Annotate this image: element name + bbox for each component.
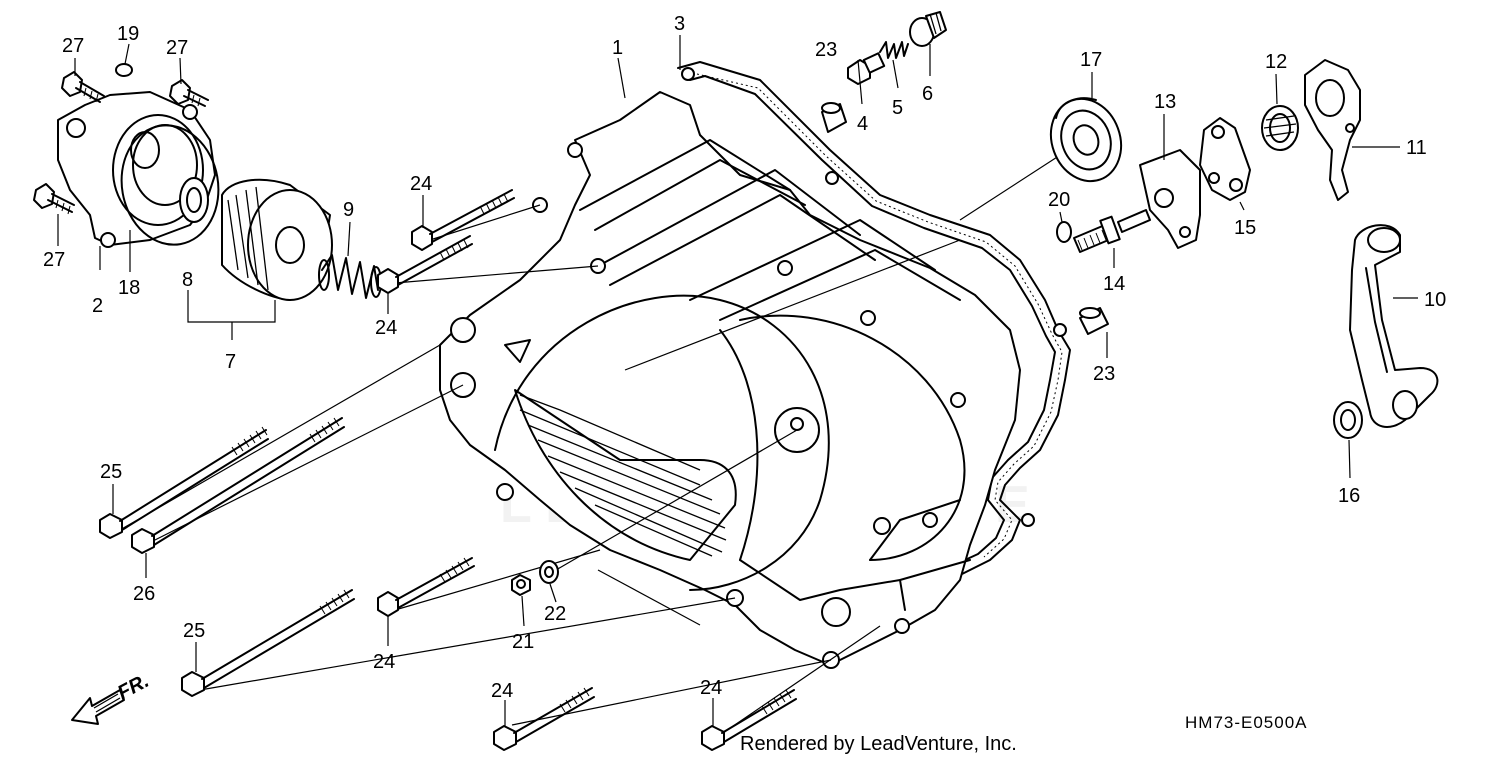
bolt-24 <box>701 689 797 751</box>
drum-center <box>1199 117 1251 201</box>
o-ring-small <box>115 63 133 77</box>
callout-leaders <box>57 35 1418 726</box>
stopper-arm <box>1304 59 1361 201</box>
shift-arm <box>1349 224 1439 428</box>
dowel-pin <box>1079 307 1109 335</box>
callout-7: 7 <box>225 351 236 373</box>
callout-20: 20 <box>1048 189 1070 211</box>
credit-text: Rendered by LeadVenture, Inc. <box>740 733 1017 755</box>
callout-labels: 1 2 3 4 5 6 7 8 9 10 11 12 13 14 15 16 1… <box>43 13 1446 702</box>
callout-5: 5 <box>892 97 903 119</box>
callout-13: 13 <box>1154 91 1176 113</box>
gasket-bolt-hole <box>1053 323 1067 337</box>
callout-26: 26 <box>133 583 155 605</box>
gasket-inner <box>689 75 1056 571</box>
gasket-bolt-hole <box>825 171 839 185</box>
bolt-24 <box>411 189 515 251</box>
bearing <box>1049 97 1123 183</box>
washer <box>1056 221 1072 243</box>
diagram-code: HM73-E0500A <box>1185 713 1308 732</box>
oil-filter-element <box>221 178 333 301</box>
oil-seal <box>179 177 209 223</box>
bolt-25 <box>181 589 355 697</box>
crankcase-cover <box>439 91 1021 669</box>
return-spring <box>1261 105 1299 151</box>
dowel-pin <box>821 102 847 133</box>
callout-25: 25 <box>100 461 122 483</box>
callout-21: 21 <box>512 631 534 653</box>
callout-23: 23 <box>815 39 837 61</box>
oil-filter-cover <box>57 91 216 248</box>
bolt-24 <box>493 687 595 751</box>
callout-1: 1 <box>612 37 623 59</box>
bolt-25 <box>99 426 269 539</box>
bolt-27 <box>33 183 75 215</box>
callout-15: 15 <box>1234 217 1256 239</box>
nut <box>511 574 531 596</box>
plunger <box>847 52 886 85</box>
spring <box>318 254 382 299</box>
washer <box>539 560 559 584</box>
cover-vent-louvres <box>514 389 737 561</box>
callout-11: 11 <box>1406 137 1427 159</box>
gasket <box>677 61 1071 581</box>
callout-24: 24 <box>700 677 722 699</box>
callout-9: 9 <box>343 199 354 221</box>
callout-18: 18 <box>118 277 140 299</box>
callout-27: 27 <box>62 35 84 57</box>
bolt-27 <box>61 71 105 103</box>
spring-small <box>879 41 909 59</box>
callout-25: 25 <box>183 620 205 642</box>
leader-7 <box>187 290 276 323</box>
bolt-24 <box>377 235 473 294</box>
o-ring <box>120 124 220 246</box>
stopper-bolt <box>1073 209 1151 253</box>
bolt-24 <box>377 557 475 617</box>
callout-14: 14 <box>1103 273 1125 295</box>
gasket-bolt-hole <box>681 67 695 81</box>
bolt-26 <box>131 417 345 554</box>
callout-19: 19 <box>117 23 139 45</box>
callout-6: 6 <box>922 83 933 105</box>
callout-27: 27 <box>43 249 65 271</box>
callout-27: 27 <box>166 37 188 59</box>
callout-4: 4 <box>857 113 868 135</box>
gasket-bolt-hole <box>1021 513 1035 527</box>
callout-3: 3 <box>674 13 685 35</box>
bolt-27 <box>169 79 209 107</box>
callout-22: 22 <box>544 603 566 625</box>
callout-16: 16 <box>1338 485 1360 507</box>
callout-17: 17 <box>1080 49 1102 71</box>
sealing-bolt <box>909 11 947 47</box>
callout-24: 24 <box>373 651 395 673</box>
stopper-plate <box>1139 149 1201 249</box>
callout-10: 10 <box>1424 289 1446 311</box>
callout-23: 23 <box>1093 363 1115 385</box>
callout-24: 24 <box>375 317 397 339</box>
callout-2: 2 <box>92 295 103 317</box>
callout-12: 12 <box>1265 51 1287 73</box>
callout-24: 24 <box>410 173 432 195</box>
callout-24: 24 <box>491 680 513 702</box>
washer <box>1333 401 1363 439</box>
front-direction-marker: FR. <box>71 670 153 725</box>
callout-8: 8 <box>182 269 193 291</box>
